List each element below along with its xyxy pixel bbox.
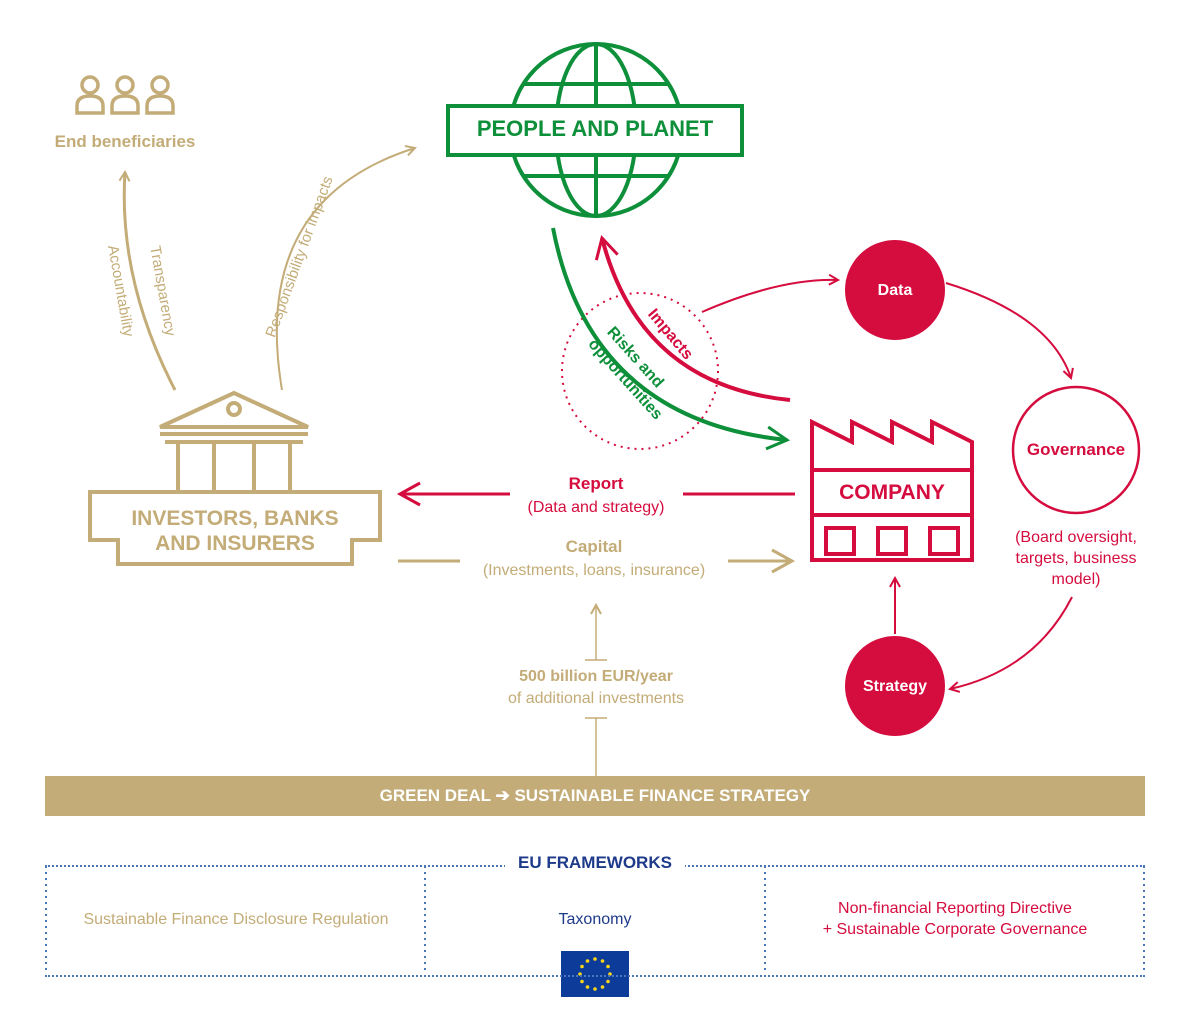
frameworks-title: EU FRAMEWORKS — [505, 853, 685, 873]
eu-star — [585, 985, 590, 989]
data-node — [845, 240, 945, 340]
people-planet-box — [446, 104, 744, 157]
transparency-arrow — [124, 172, 177, 391]
eu-star — [578, 972, 582, 976]
investors-label-line1: INVESTORS, BANKS — [131, 507, 339, 530]
investment-amount-label: 500 billion EUR/year — [519, 668, 673, 685]
governance-node — [1011, 385, 1141, 515]
governance-detail-line3: model) — [1051, 570, 1101, 588]
investors-label-line2: AND INSURERS — [155, 532, 315, 556]
framework-sfdr: Sustainable Finance Disclosure Regulatio… — [83, 911, 389, 928]
investment-sub-label: of additional investments — [507, 690, 685, 707]
strategy-label: Strategy — [862, 678, 928, 695]
report-label: Report — [568, 474, 624, 493]
report-sub-label: (Data and strategy) — [527, 499, 665, 516]
strategy-node — [845, 636, 945, 736]
people-icon — [75, 75, 175, 115]
company-label: COMPANY — [839, 481, 945, 504]
company-to-data-arrow — [701, 280, 838, 313]
governance-detail-line2: targets, business — [1015, 549, 1137, 567]
framework-taxonomy: Taxonomy — [558, 911, 632, 928]
eu-star — [606, 979, 610, 984]
eu-star — [600, 959, 605, 963]
investors-label: INVESTORS, BANKS AND INSURERS — [90, 506, 380, 556]
bank-icon — [88, 390, 382, 566]
eu-star — [585, 959, 590, 963]
eu-star — [600, 985, 605, 989]
governance-detail-line1: (Board oversight, — [1015, 529, 1137, 546]
eu-star — [593, 987, 597, 991]
risks-arrow — [551, 227, 791, 451]
responsibility-arrow — [275, 148, 415, 391]
governance-label: Governance — [1026, 440, 1126, 459]
eu-star — [606, 964, 610, 969]
people-planet-label: PEOPLE AND PLANET — [476, 116, 714, 141]
impacts-risks-circle — [561, 292, 719, 450]
governance-detail: (Board oversight, targets, business mode… — [1000, 528, 1152, 590]
end-beneficiaries-label: End beneficiaries — [54, 132, 196, 151]
factory-icon — [810, 418, 974, 562]
eu-star — [608, 972, 612, 976]
eu-star — [580, 979, 584, 984]
eu-flag-icon — [561, 951, 629, 997]
capital-label: Capital — [565, 537, 623, 556]
impacts-arrow — [594, 234, 791, 402]
eu-star — [593, 957, 597, 961]
capital-sub-label: (Investments, loans, insurance) — [482, 562, 706, 579]
green-deal-banner: GREEN DEAL ➔ SUSTAINABLE FINANCE STRATEG… — [45, 776, 1145, 816]
eu-star — [580, 964, 584, 969]
governance-to-strategy-arrow — [950, 596, 1073, 689]
framework-nfrd: Non-financial Reporting Directive + Sust… — [822, 900, 1088, 938]
data-to-governance-arrow — [945, 282, 1071, 378]
data-label: Data — [877, 282, 913, 299]
